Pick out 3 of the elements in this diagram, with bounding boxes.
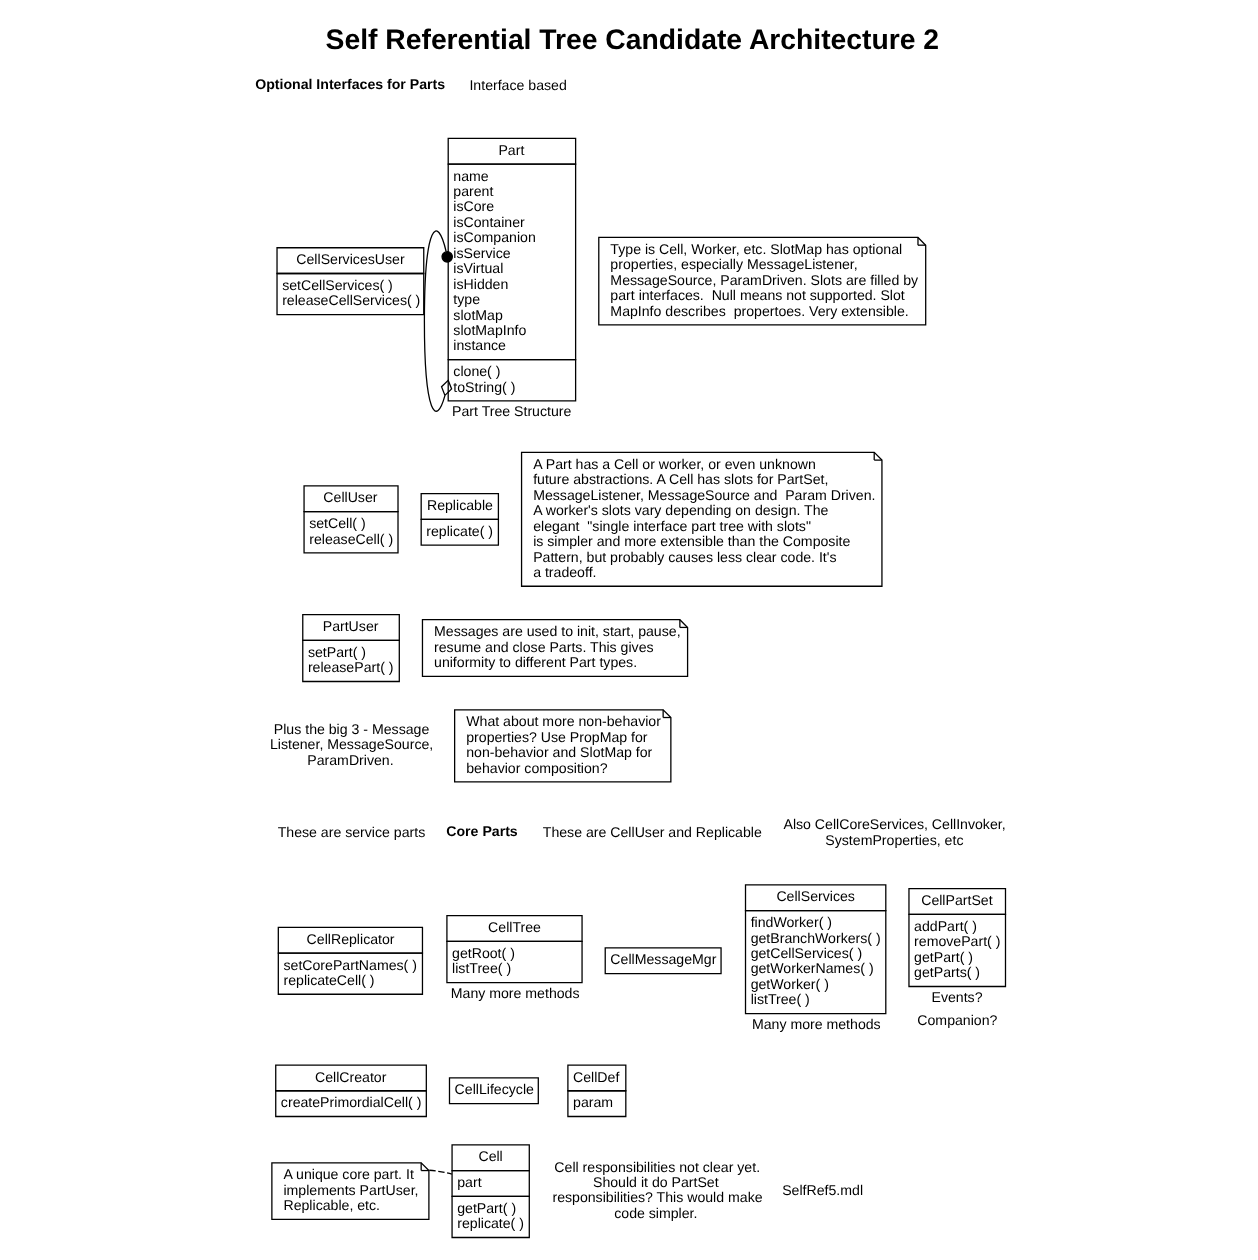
connector xyxy=(422,230,452,412)
connector xyxy=(427,1169,452,1175)
diagram-title: Self Referential Tree Candidate Architecture 2 xyxy=(324,23,939,56)
